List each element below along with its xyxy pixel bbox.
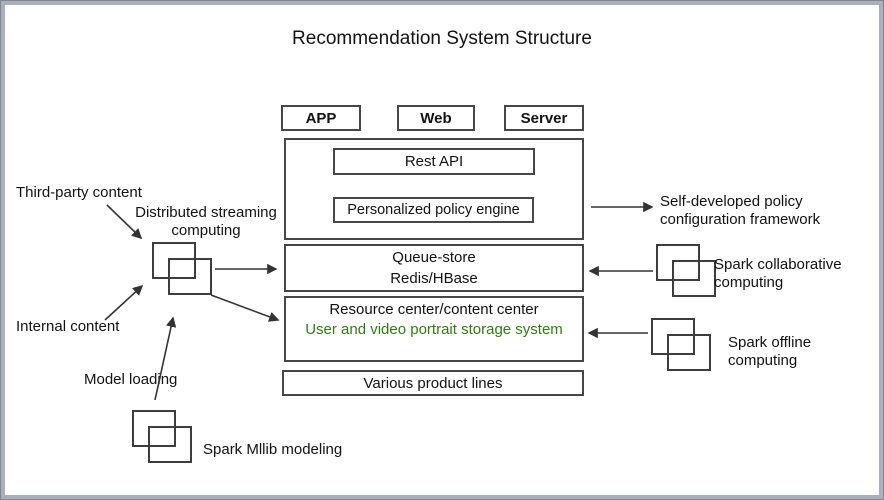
icon-rectangle [651,318,695,355]
queue-store-title: Queue-store [392,249,476,266]
resource-center-title: Resource center/content center [329,301,539,318]
spark-collaborative-label: Spark collaborative computing [714,256,842,291]
spark-collaborative-icon [656,244,716,297]
spark-offline-label: Spark offline computing [728,334,812,369]
policy-engine-box: Personalized policy engine [333,197,534,223]
third-party-content-label: Third-party content [16,184,142,201]
app-box: APP [281,105,361,131]
icon-rectangle [672,260,716,297]
spark-mllib-label: Spark Mllib modeling [203,441,343,458]
diagram-title: Recommendation System Structure [292,28,592,49]
icon-rectangle [148,426,192,463]
queue-store-box: Queue-store Redis/HBase [284,244,584,292]
server-box: Server [504,105,584,131]
resource-center-box: Resource center/content center User and … [284,296,584,362]
icon-rectangle [152,242,196,279]
web-box-label: Web [420,109,452,127]
arrow-internal-content-to-stream-icon [104,284,144,321]
rest-api-box: Rest API [333,148,535,175]
internal-content-label: Internal content [16,318,120,335]
server-box-label: Server [520,109,568,127]
product-lines-label: Various product lines [363,374,503,392]
rest-api-label: Rest API [404,153,464,170]
stream-computing-icon [152,242,212,295]
portrait-storage-subtitle: User and video portrait storage system [305,321,563,338]
spark-mllib-icon [132,410,192,463]
policy-engine-label: Personalized policy engine [347,202,520,218]
app-box-label: APP [305,109,337,127]
icon-rectangle [168,258,212,295]
model-loading-label: Model loading [84,371,178,388]
self-developed-framework-label: Self-developed policy configuration fram… [660,193,821,228]
icon-rectangle [656,244,700,281]
arrow-stream-icon-to-resource-center [210,294,280,322]
product-lines-box: Various product lines [282,370,584,396]
spark-offline-icon [651,318,711,371]
web-box: Web [397,105,475,131]
distributed-streaming-label: Distributed streaming computing [135,204,277,239]
icon-rectangle [667,334,711,371]
icon-rectangle [132,410,176,447]
queue-store-subtitle: Redis/HBase [390,270,478,287]
